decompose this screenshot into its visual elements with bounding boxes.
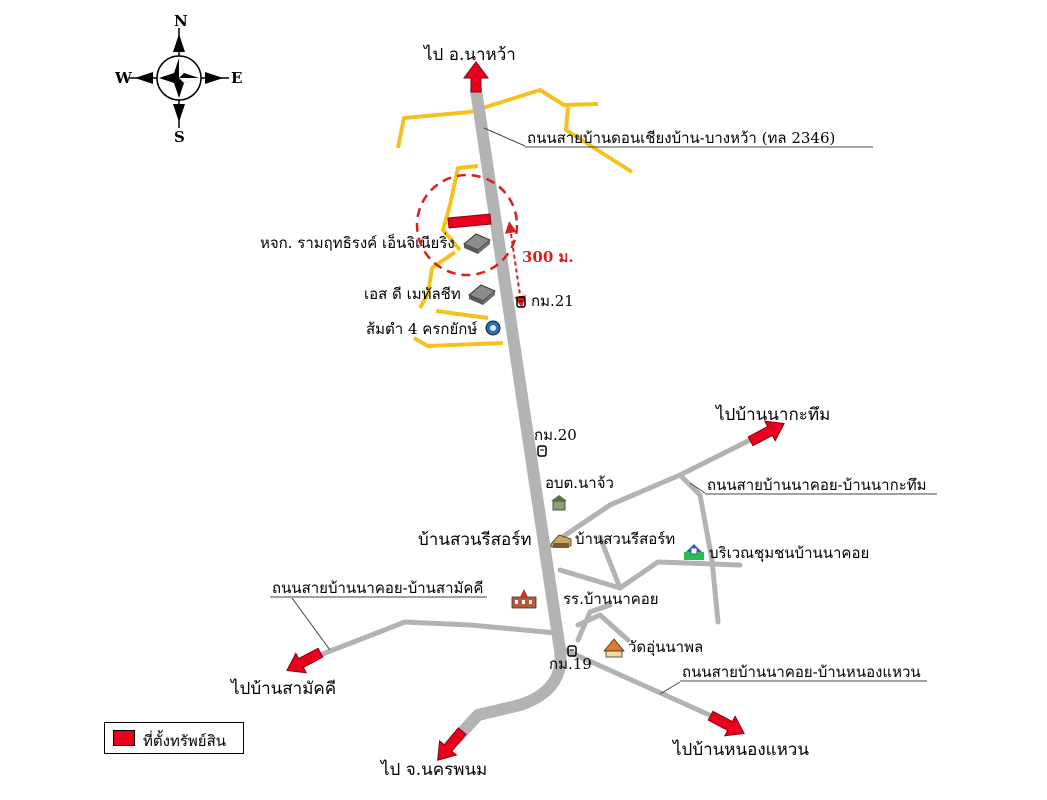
legend: ที่ตั้งทรัพย์สิน — [104, 722, 244, 754]
community-icon — [684, 544, 704, 560]
temple-icon — [603, 638, 625, 658]
place-engineering-label: หจก. รามฤทธิรงค์ เอ็นจิเนียริ่ง — [260, 232, 455, 252]
km20-label: กม.20 — [534, 426, 577, 444]
school-icon — [511, 589, 537, 609]
destination-na-kathum-label: ไปบ้านนากะทึม — [714, 404, 830, 425]
legend-label: ที่ตั้งทรัพย์สิน — [143, 732, 226, 750]
compass-west-label: W — [114, 69, 133, 87]
arrow-south-icon — [437, 727, 467, 761]
km-post-19-icon — [567, 645, 577, 657]
place-school-label: รร.บ้านนาคอย — [563, 590, 659, 608]
destination-north-label: ไป อ.นาหว้า — [422, 44, 516, 65]
destination-nong-waen-label: ไปบ้านหนองแหวน — [671, 739, 809, 760]
distance-label: 300 ม. — [522, 248, 574, 266]
place-sd-metal-label: เอส ดี เมทัลชีท — [364, 285, 461, 303]
side-roads — [317, 432, 763, 725]
resort-house-icon — [550, 534, 572, 548]
place-community-label: บริเวณชุมชนบ้านนาคอย — [709, 544, 869, 563]
main-highway — [449, 84, 567, 746]
legend-property-swatch — [113, 730, 135, 746]
km19-label: กม.19 — [549, 655, 592, 673]
compass-east-label: E — [231, 69, 242, 87]
compass-south-label: S — [174, 128, 185, 146]
road-main-label: ถนนสายบ้านดอนเชียงบ้าน-บางหว้า (ทล 2346) — [527, 129, 835, 147]
metal-sheet-shop-icon — [468, 284, 496, 305]
place-resort-left-label: บ้านสวนรีสอร์ท — [418, 530, 532, 550]
compass-north-label: N — [174, 12, 188, 30]
destination-south-label: ไป จ.นครพนม — [379, 759, 487, 780]
place-temple-label: วัดอุ่นนาพล — [628, 638, 703, 657]
arrow-nong-waen-icon — [707, 710, 745, 737]
road-samakkhi-label: ถนนสายบ้านนาคอย-บ้านสามัคคี — [272, 579, 483, 597]
place-obt-label: อบต.นาจ้ว — [545, 474, 614, 492]
arrow-na-kathum-icon — [747, 420, 785, 447]
factory-icon — [463, 233, 491, 254]
distance-arrow — [504, 221, 527, 308]
km21-label: กม.21 — [531, 292, 574, 310]
km-post-21-icon — [516, 296, 526, 308]
road-nong-waen-label: ถนนสายบ้านนาคอย-บ้านหนองแหวน — [682, 663, 921, 681]
yellow-roads — [396, 88, 634, 348]
compass-rose-icon: N S E W — [114, 12, 242, 146]
road-na-kathum-label: ถนนสายบ้านนาคอย-บ้านนากะทึม — [707, 476, 927, 494]
leader-lines — [270, 127, 937, 695]
destination-arrows — [286, 61, 785, 761]
place-resort-right-label: บ้านสวนรีสอร์ท — [575, 530, 675, 548]
government-office-icon — [551, 495, 567, 511]
km-post-20-icon — [537, 445, 547, 457]
restaurant-icon — [485, 320, 501, 336]
km-post-icons — [516, 296, 577, 657]
property-marker[interactable] — [447, 213, 492, 229]
destination-samakkhi-label: ไปบ้านสามัคคี — [229, 678, 336, 699]
place-somtam-label: ส้มตำ 4 ครกยักษ์ — [366, 320, 478, 338]
arrow-samakkhi-icon — [286, 647, 324, 674]
arrow-north-icon — [463, 61, 489, 93]
